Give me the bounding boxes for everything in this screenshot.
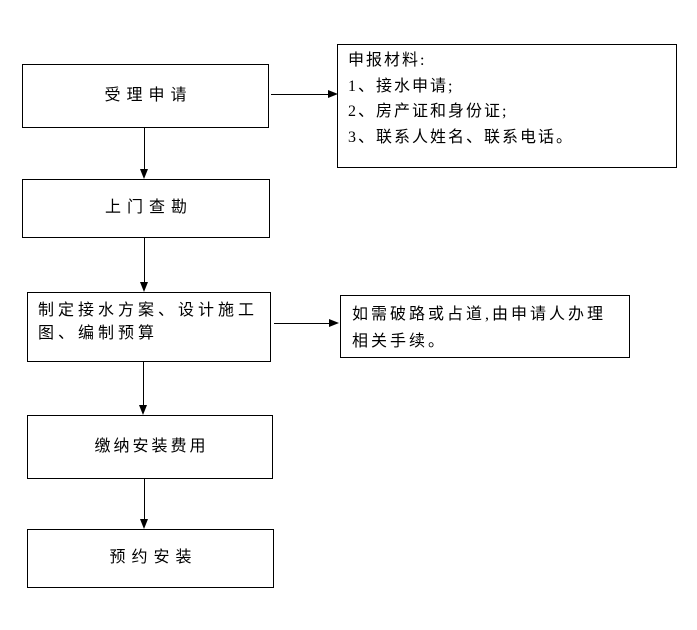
- node-label: 受理申请: [104, 86, 193, 104]
- arrow-line: [144, 237, 146, 282]
- annotation-line: 申报材料:: [348, 52, 427, 69]
- annotation-line: 3、联系人姓名、联系电话。: [348, 128, 575, 146]
- node-site-survey: 上门查勘: [22, 179, 270, 238]
- annotation-line: 1、接水申请;: [348, 77, 455, 95]
- arrow-head-down-icon: [140, 169, 148, 179]
- node-label: 上门查勘: [104, 199, 193, 217]
- arrow-head-right-icon: [328, 90, 338, 98]
- arrow-head-down-icon: [139, 405, 147, 415]
- arrow-line: [274, 323, 329, 325]
- arrow-line: [144, 479, 146, 519]
- arrow-line: [271, 94, 328, 96]
- node-label: 预约安装: [109, 549, 198, 567]
- arrow-head-right-icon: [329, 319, 339, 327]
- node-plan-design: 制定接水方案、设计施工图、编制预算: [27, 292, 271, 362]
- node-schedule-installation: 预约安装: [27, 529, 274, 588]
- annotation-line: 2、房产证和身份证;: [348, 103, 509, 120]
- annotation-road-permit-note: 如需破路或占道,由申请人办理相关手续。: [340, 295, 630, 358]
- arrow-head-down-icon: [140, 519, 148, 529]
- arrow-line: [143, 362, 145, 405]
- arrow-line: [144, 128, 146, 169]
- annotation-text: 如需破路或占道,由申请人办理相关手续。: [352, 306, 607, 350]
- node-accept-application: 受理申请: [22, 64, 269, 128]
- annotation-application-materials: 申报材料: 1、接水申请; 2、房产证和身份证; 3、联系人姓名、联系电话。: [337, 44, 677, 168]
- node-pay-installation-fee: 缴纳安装费用: [27, 415, 273, 479]
- node-label: 缴纳安装费用: [94, 437, 209, 455]
- node-label: 制定接水方案、设计施工图、编制预算: [38, 302, 259, 342]
- arrow-head-down-icon: [140, 282, 148, 292]
